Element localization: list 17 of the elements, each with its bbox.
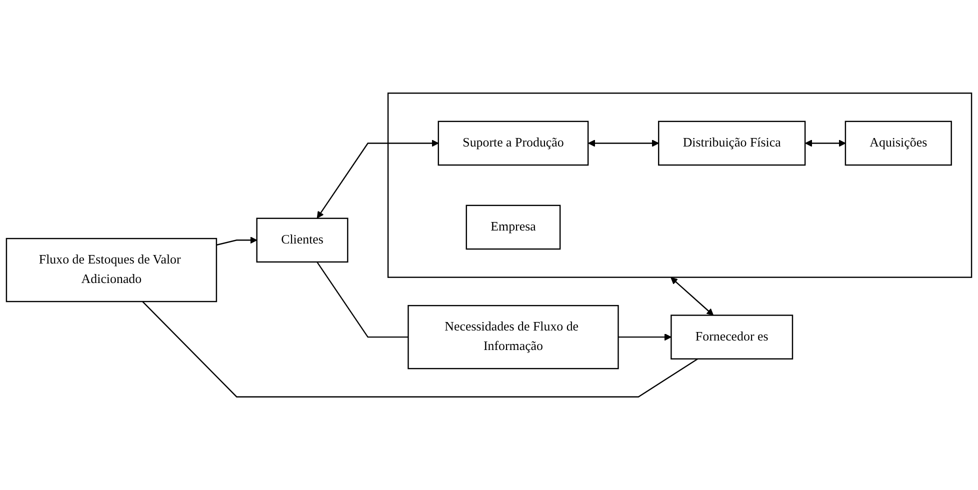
connector: [142, 301, 698, 398]
arrow: [216, 236, 258, 246]
node-box: Clientes: [256, 218, 348, 263]
arrow: [618, 334, 672, 341]
connector: [316, 262, 408, 338]
arrow: [588, 140, 659, 147]
node-box: Distribuição Física: [658, 120, 806, 166]
arrow: [316, 140, 439, 218]
node-box: Suporte a Produção: [438, 120, 589, 166]
node-box: Fornecedor es: [670, 314, 794, 360]
node-box: Empresa: [466, 204, 561, 250]
cluster: [387, 92, 972, 278]
arrow: [670, 277, 714, 316]
node-box: Aquisições: [844, 120, 952, 166]
node-box: Fluxo de Estoques de Valor Adicionado: [6, 238, 218, 302]
node-box: Necessidades de Fluxo de Informação: [408, 304, 619, 370]
arrow: [805, 140, 846, 147]
